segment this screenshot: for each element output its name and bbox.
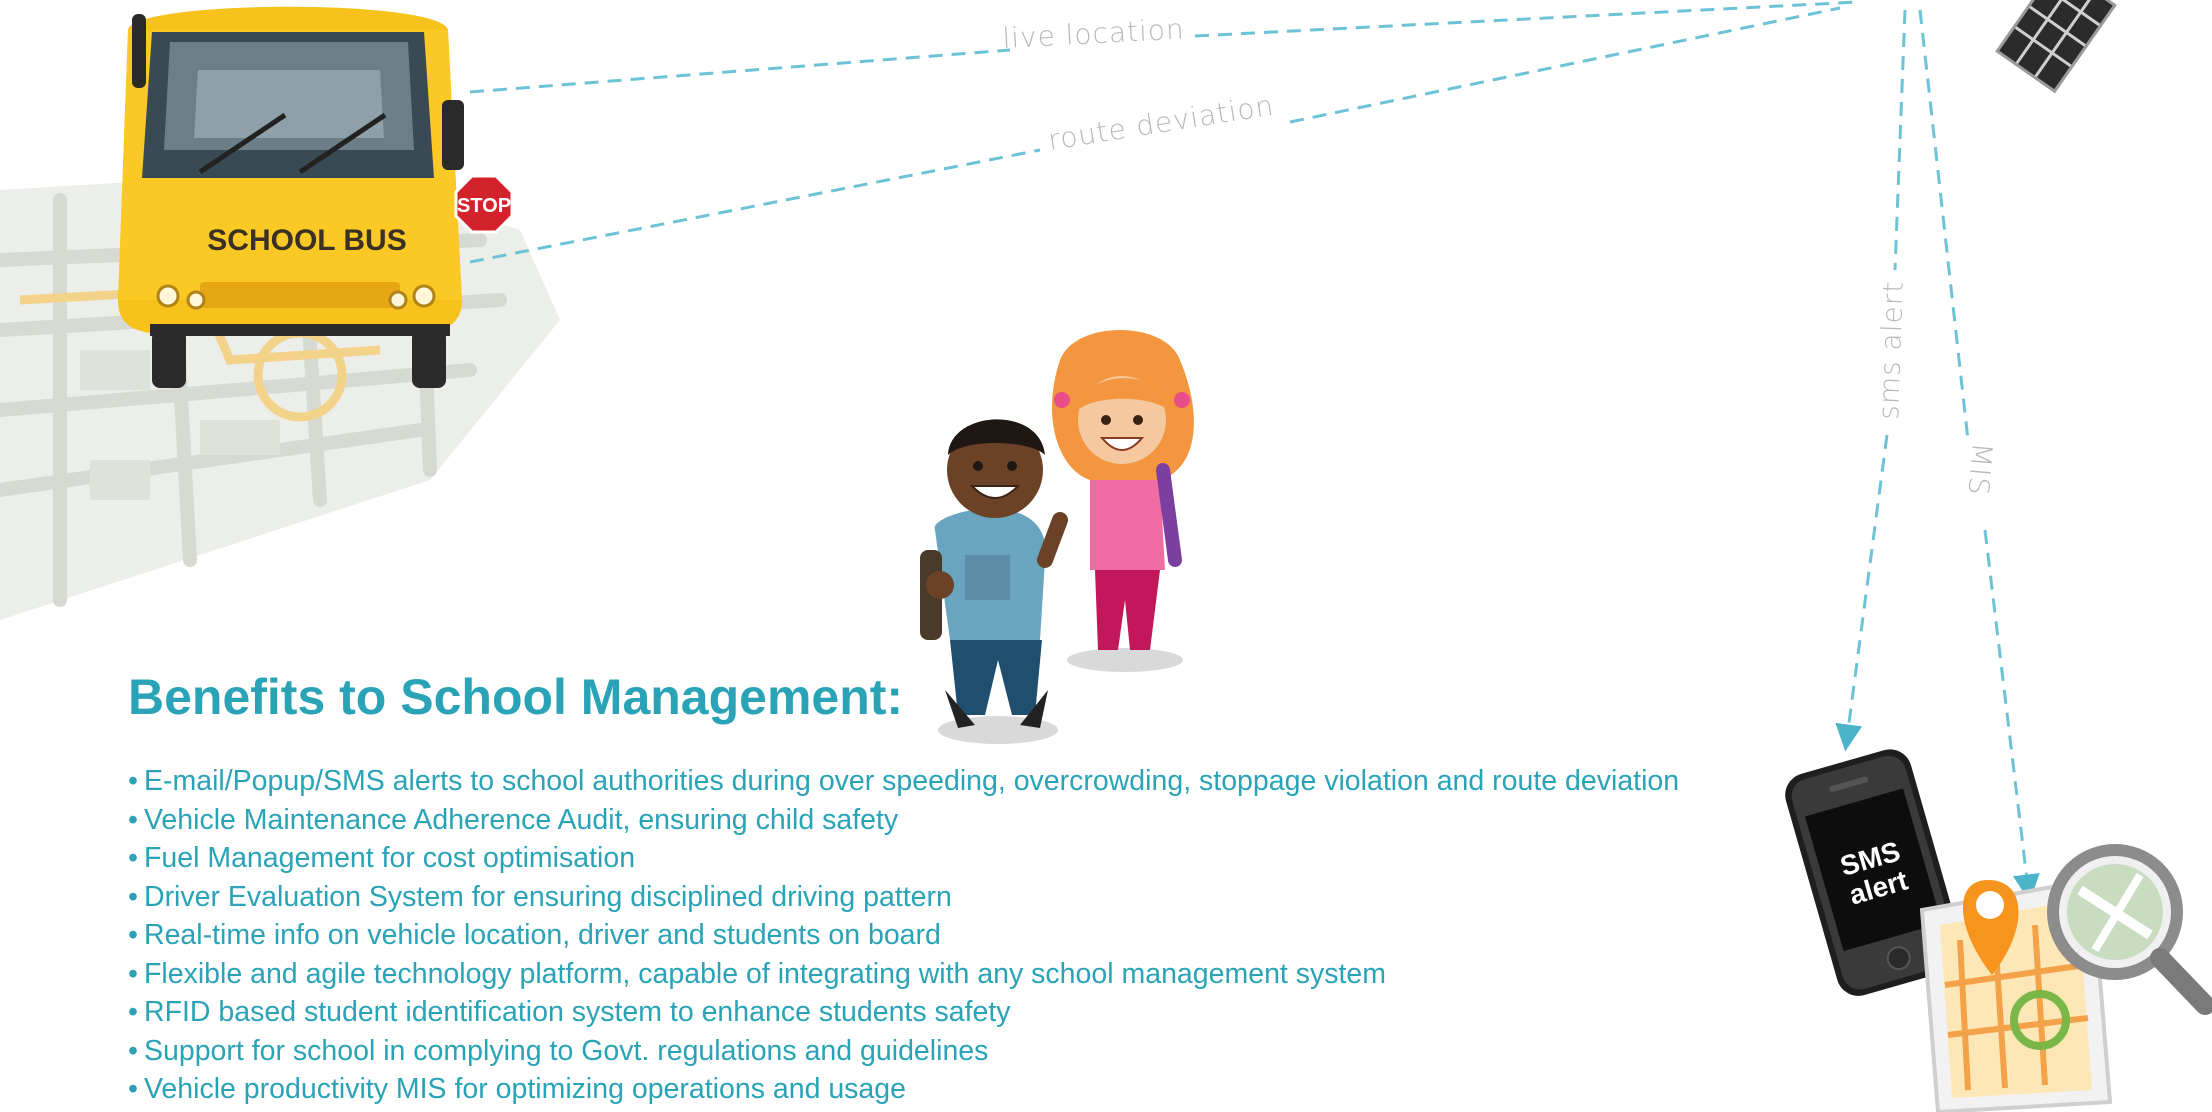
route-deviation-line-right (1289, 6, 1841, 124)
route-deviation-label: route deviation (1046, 89, 1276, 157)
sms-alert-line-top (1893, 9, 1907, 271)
benefit-item: Real-time info on vehicle location, driv… (128, 916, 1679, 955)
benefit-item: Driver Evaluation System for ensuring di… (128, 878, 1679, 917)
live-location-line-right (1194, 0, 1859, 38)
mis-label: MIS (1961, 441, 1999, 497)
benefit-item: Fuel Management for cost optimisation (128, 839, 1679, 878)
live-location-label: live location (1002, 12, 1186, 54)
benefit-item: Flexible and agile technology platform, … (128, 955, 1679, 994)
mis-line-bottom (1983, 529, 2040, 902)
bus-label: SCHOOL BUS (207, 224, 406, 257)
benefit-item: Vehicle productivity MIS for optimizing … (128, 1070, 1679, 1109)
live-location-line (469, 48, 1011, 94)
stop-sign-icon: STOP (454, 174, 514, 234)
benefit-item: RFID based student identification system… (128, 993, 1679, 1032)
mis-line-top (1918, 9, 1970, 441)
children-illustration (920, 330, 1194, 744)
benefit-item: Support for school in complying to Govt.… (128, 1032, 1679, 1071)
benefit-item: Vehicle Maintenance Adherence Audit, ens… (128, 801, 1679, 840)
map-magnifier-icon (1919, 844, 2212, 1112)
route-deviation-line (469, 148, 1041, 264)
stop-sign-label: STOP (457, 195, 511, 217)
school-bus-icon: SCHOOL BUS (118, 6, 464, 388)
sms-alert-label: sms alert (1872, 280, 1910, 420)
connection-lines (469, 0, 2040, 902)
benefit-item: E-mail/Popup/SMS alerts to school author… (128, 762, 1679, 801)
mobile-phone-icon: SMS alert (1785, 749, 1964, 996)
benefits-list: E-mail/Popup/SMS alerts to school author… (128, 762, 1679, 1109)
benefits-heading: Benefits to School Management: (128, 669, 904, 725)
satellite-icon (1995, 0, 2117, 94)
sms-alert-line-bottom (1835, 434, 1889, 752)
